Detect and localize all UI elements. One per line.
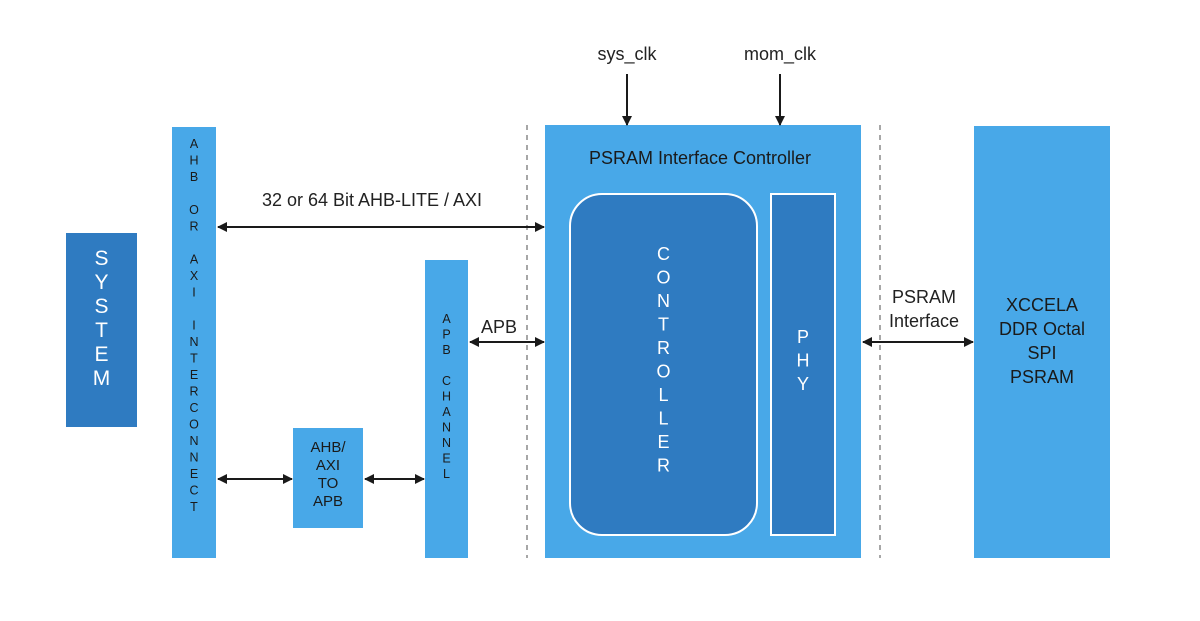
apb-link: APB bbox=[469, 317, 545, 347]
controller-box bbox=[569, 193, 758, 536]
sys-clk-input: sys_clk bbox=[597, 44, 658, 126]
xccela-box bbox=[974, 126, 1110, 558]
bridge-box bbox=[293, 428, 363, 528]
sys-clk-label: sys_clk bbox=[597, 44, 657, 65]
phy-box bbox=[770, 193, 836, 536]
interconnect-box bbox=[172, 127, 216, 558]
mom-clk-input: mom_clk bbox=[744, 44, 817, 126]
system-box bbox=[66, 233, 137, 427]
bus-label: 32 or 64 Bit AHB-LITE / AXI bbox=[262, 190, 482, 210]
apb-channel-box bbox=[425, 260, 468, 558]
apb-link-label: APB bbox=[481, 317, 517, 337]
psram-controller-title: PSRAM Interface Controller bbox=[589, 148, 811, 168]
ahb-axi-bus-link: 32 or 64 Bit AHB-LITE / AXI bbox=[217, 190, 545, 232]
mom-clk-label: mom_clk bbox=[744, 44, 817, 65]
